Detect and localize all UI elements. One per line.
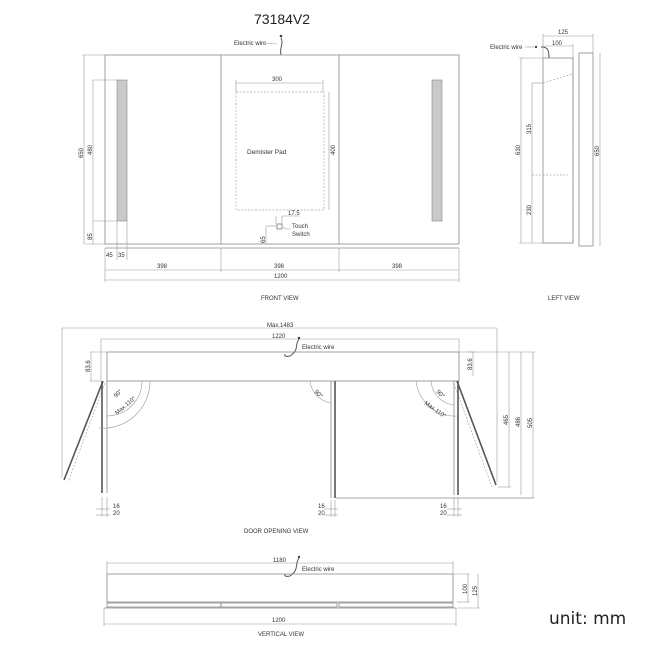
touch-switch-icon: [276, 223, 283, 230]
svg-text:1200: 1200: [272, 618, 286, 624]
svg-text:Max.110°: Max.110°: [423, 401, 447, 421]
svg-text:398: 398: [157, 264, 168, 270]
front-view: Electric wire 300 400 Demister Pad 17.5 …: [79, 34, 460, 302]
svg-text:630: 630: [516, 144, 522, 155]
vertical-view: 1180 Electric wire 100 125 1200 VERTICAL…: [103, 555, 480, 638]
door-opening-view-label: DOOR OPENING VIEW: [244, 529, 309, 535]
front-electric-wire-label: Electric wire: [234, 41, 267, 47]
demister-pad: [235, 91, 325, 211]
svg-text:16: 16: [440, 504, 447, 510]
left-door-open: [63, 380, 104, 481]
svg-text:45: 45: [106, 253, 113, 259]
svg-text:16: 16: [318, 504, 325, 510]
svg-text:Electric wire: Electric wire: [302, 567, 335, 573]
door-electric-wire-icon: [284, 338, 300, 357]
svg-text:Max.1483: Max.1483: [267, 323, 294, 329]
svg-text:90°: 90°: [113, 388, 124, 399]
svg-text:65: 65: [261, 236, 267, 243]
svg-text:505: 505: [528, 417, 534, 428]
svg-text:230: 230: [527, 204, 533, 215]
led-strip-left: [116, 79, 128, 222]
svg-text:1180: 1180: [273, 558, 287, 564]
cabinet-top-body: [106, 351, 460, 382]
door-panel-right: [338, 602, 454, 608]
vertical-view-label: VERTICAL VIEW: [258, 632, 304, 638]
door-panel-center: [220, 602, 338, 608]
model-title: 73184V2: [254, 11, 310, 27]
vertical-electric-wire-icon: [284, 557, 300, 577]
side-electric-wire-icon: [540, 46, 550, 59]
svg-text:315: 315: [527, 123, 533, 134]
svg-text:125: 125: [473, 585, 479, 596]
touch-switch-label-2: Switch: [292, 232, 310, 238]
svg-text:90°: 90°: [435, 389, 446, 400]
svg-text:Electric wire: Electric wire: [302, 345, 335, 351]
svg-text:398: 398: [274, 264, 285, 270]
svg-text:398: 398: [392, 264, 403, 270]
svg-text:486: 486: [516, 416, 522, 427]
svg-text:400: 400: [331, 144, 337, 155]
svg-text:20: 20: [440, 511, 447, 517]
door-panel-left: [106, 602, 222, 608]
svg-text:16: 16: [113, 504, 120, 510]
svg-text:1200: 1200: [274, 274, 288, 280]
side-door: [578, 52, 594, 247]
svg-text:100: 100: [552, 41, 563, 47]
svg-text:480: 480: [88, 144, 94, 155]
svg-text:35: 35: [118, 253, 125, 259]
svg-text:83.6: 83.6: [468, 358, 474, 370]
left-view-label: LEFT VIEW: [548, 296, 580, 302]
svg-text:20: 20: [318, 511, 325, 517]
thickness-dims-center: 16 20: [318, 500, 338, 517]
left-view: Electric wire 125 100 630 315 230 650 LE…: [490, 30, 601, 302]
cabinet-outline: [104, 54, 460, 245]
led-strip-right: [431, 79, 443, 222]
svg-text:1220: 1220: [272, 334, 286, 340]
door-opening-view: Max.1483 1220 Electric wire 83.6 83.6 90…: [61, 323, 535, 535]
svg-text:100: 100: [463, 583, 469, 594]
svg-text:125: 125: [558, 30, 569, 36]
demister-pad-label: Demister Pad: [247, 149, 287, 156]
front-view-label: FRONT VIEW: [261, 296, 299, 302]
svg-text:Electric wire: Electric wire: [490, 45, 523, 51]
svg-text:85: 85: [88, 233, 94, 240]
cabinet-top-view: [106, 573, 454, 603]
svg-text:650: 650: [79, 147, 85, 158]
side-body: [542, 57, 574, 244]
svg-text:300: 300: [272, 77, 283, 83]
svg-text:465: 465: [504, 414, 510, 425]
svg-text:83.6: 83.6: [86, 360, 92, 372]
svg-text:650: 650: [595, 145, 601, 156]
thickness-dims-right: 16 20: [440, 497, 462, 517]
thickness-dims-left: 16 20: [96, 497, 120, 517]
svg-text:20: 20: [113, 511, 120, 517]
electric-wire-icon: [280, 37, 283, 56]
svg-text:17.5: 17.5: [288, 211, 300, 217]
touch-switch-label-1: Touch: [292, 224, 308, 230]
unit-label: unit: mm: [549, 609, 626, 629]
svg-text:90°: 90°: [313, 389, 324, 400]
right-door-open: [456, 380, 497, 486]
